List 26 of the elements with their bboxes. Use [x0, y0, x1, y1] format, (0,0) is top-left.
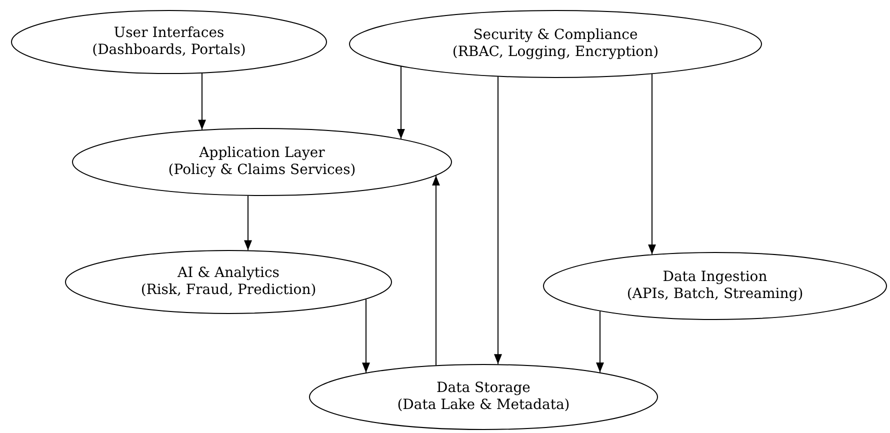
- ellipse-node: [65, 250, 392, 314]
- node-label: User Interfaces: [114, 25, 224, 42]
- ellipse-node: [349, 10, 762, 78]
- node-label: Data Storage: [436, 380, 530, 397]
- ellipse-node: [72, 128, 452, 196]
- node-label: AI & Analytics: [178, 265, 280, 282]
- arrow: [494, 76, 502, 365]
- node-label: (Risk, Fraud, Prediction): [140, 282, 316, 299]
- arrow: [596, 310, 604, 373]
- arrow: [244, 195, 252, 251]
- arrow: [198, 72, 206, 130]
- ellipse-node: [309, 364, 658, 430]
- node-label: Application Layer: [199, 145, 325, 162]
- arrow: [397, 66, 405, 140]
- arrow: [432, 175, 440, 366]
- node-label: (Policy & Claims Services): [168, 162, 356, 179]
- node-label: (Dashboards, Portals): [92, 42, 246, 59]
- arrow: [362, 298, 370, 374]
- arrow: [648, 74, 656, 255]
- node-label: (RBAC, Logging, Encryption): [452, 44, 659, 61]
- ellipse-node: [543, 252, 887, 320]
- node-label: Security & Compliance: [473, 27, 638, 44]
- node-label: (Data Lake & Metadata): [397, 397, 570, 414]
- node-label: (APIs, Batch, Streaming): [626, 286, 804, 303]
- ellipse-node: [11, 10, 327, 74]
- node-label: Data Ingestion: [662, 269, 768, 286]
